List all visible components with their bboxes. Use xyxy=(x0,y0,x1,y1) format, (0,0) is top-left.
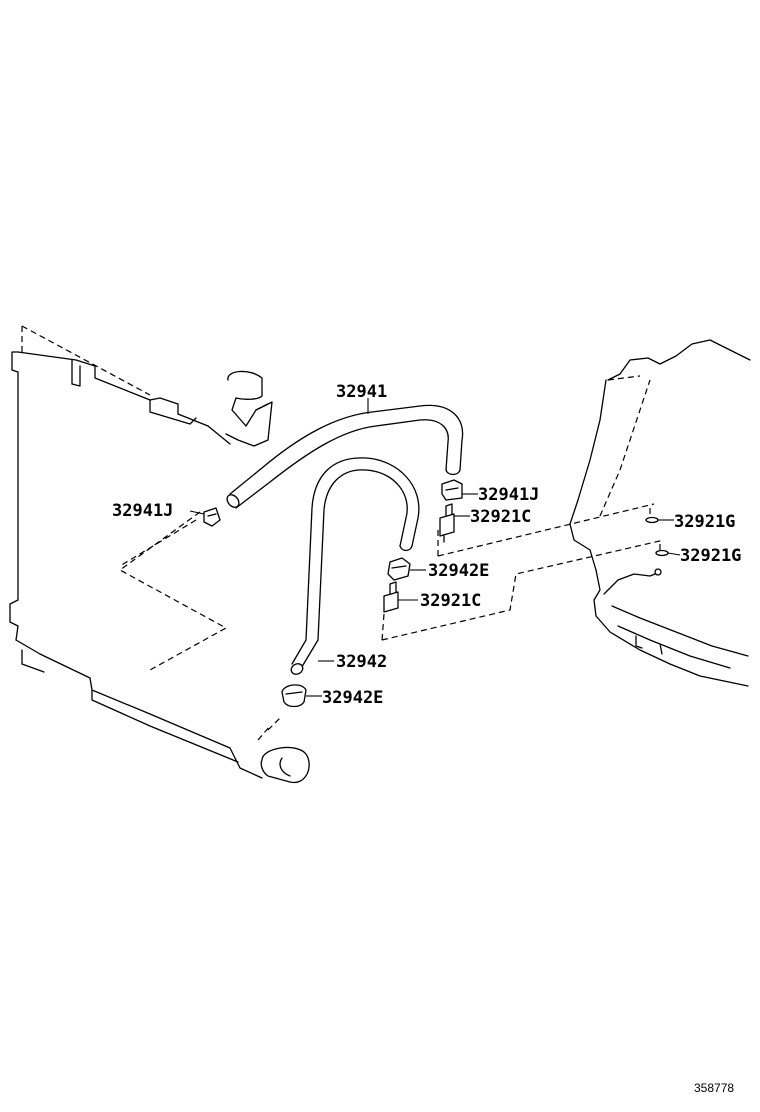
diagram-reference-number: 358778 xyxy=(694,1081,734,1095)
label-gasket-upper: 32921G xyxy=(674,512,735,532)
clamp-32942E-left xyxy=(281,684,307,708)
label-clamp-upper-left: 32941J xyxy=(112,501,173,521)
hose-32942 xyxy=(290,457,420,675)
union-32921C-upper xyxy=(439,503,455,543)
routing-lines xyxy=(119,503,665,641)
label-union-upper: 32921C xyxy=(470,507,531,527)
clamp-32942E-right xyxy=(387,557,411,581)
label-hose-upper: 32941 xyxy=(336,382,387,402)
transmission-outline xyxy=(569,339,751,687)
label-hose-lower: 32942 xyxy=(336,652,387,672)
union-32921C-lower xyxy=(383,581,399,613)
label-clamp-lower-right: 32942E xyxy=(428,561,489,581)
label-clamp-lower-left: 32942E xyxy=(322,688,383,708)
label-gasket-lower: 32921G xyxy=(680,546,741,566)
leader-lines xyxy=(189,398,681,697)
gasket-32921G-upper xyxy=(645,516,659,524)
label-union-lower: 32921C xyxy=(420,591,481,611)
hose-32941 xyxy=(226,404,464,509)
clamp-32941J-right xyxy=(441,479,463,501)
radiator-outline xyxy=(9,325,310,784)
gasket-32921G-lower xyxy=(655,549,669,557)
clamp-32941J-left xyxy=(203,507,221,527)
label-clamp-upper-right: 32941J xyxy=(478,485,539,505)
